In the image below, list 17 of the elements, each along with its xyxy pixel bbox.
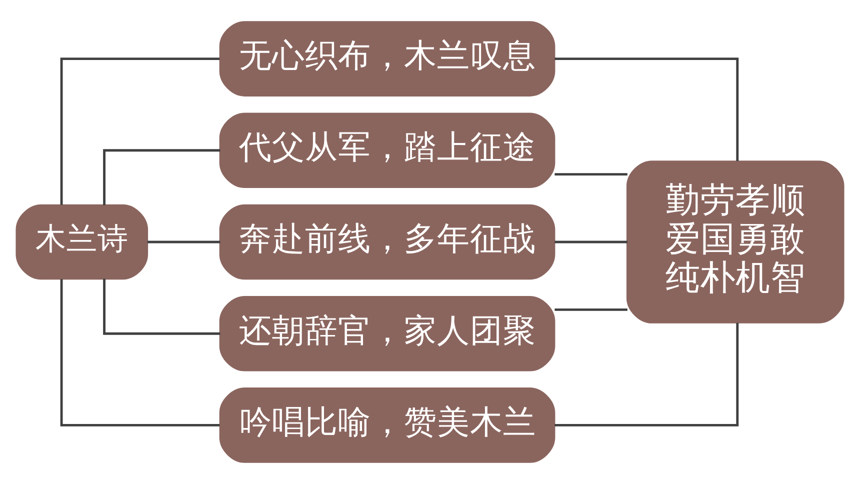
connector [554,240,628,244]
node-box: 奔赴前线，多年征战 [219,204,556,280]
connector [103,149,220,206]
connector [147,240,220,244]
connector [554,322,739,426]
connector [103,278,220,335]
node-box: 无心织布，木兰叹息 [219,21,556,96]
connector [554,173,628,176]
node-box: 还朝辞官，家人团聚 [219,296,556,372]
node-box: 勤劳孝顺 爱国勇敢 纯朴机智 [626,160,844,324]
connector [554,308,628,311]
connector [554,58,739,162]
node-box: 木兰诗 [16,204,148,280]
connector [60,279,220,426]
node-box: 吟唱比喻，赞美木兰 [219,388,556,463]
connector [60,58,220,205]
node-box: 代父从军，踏上征途 [219,112,556,188]
